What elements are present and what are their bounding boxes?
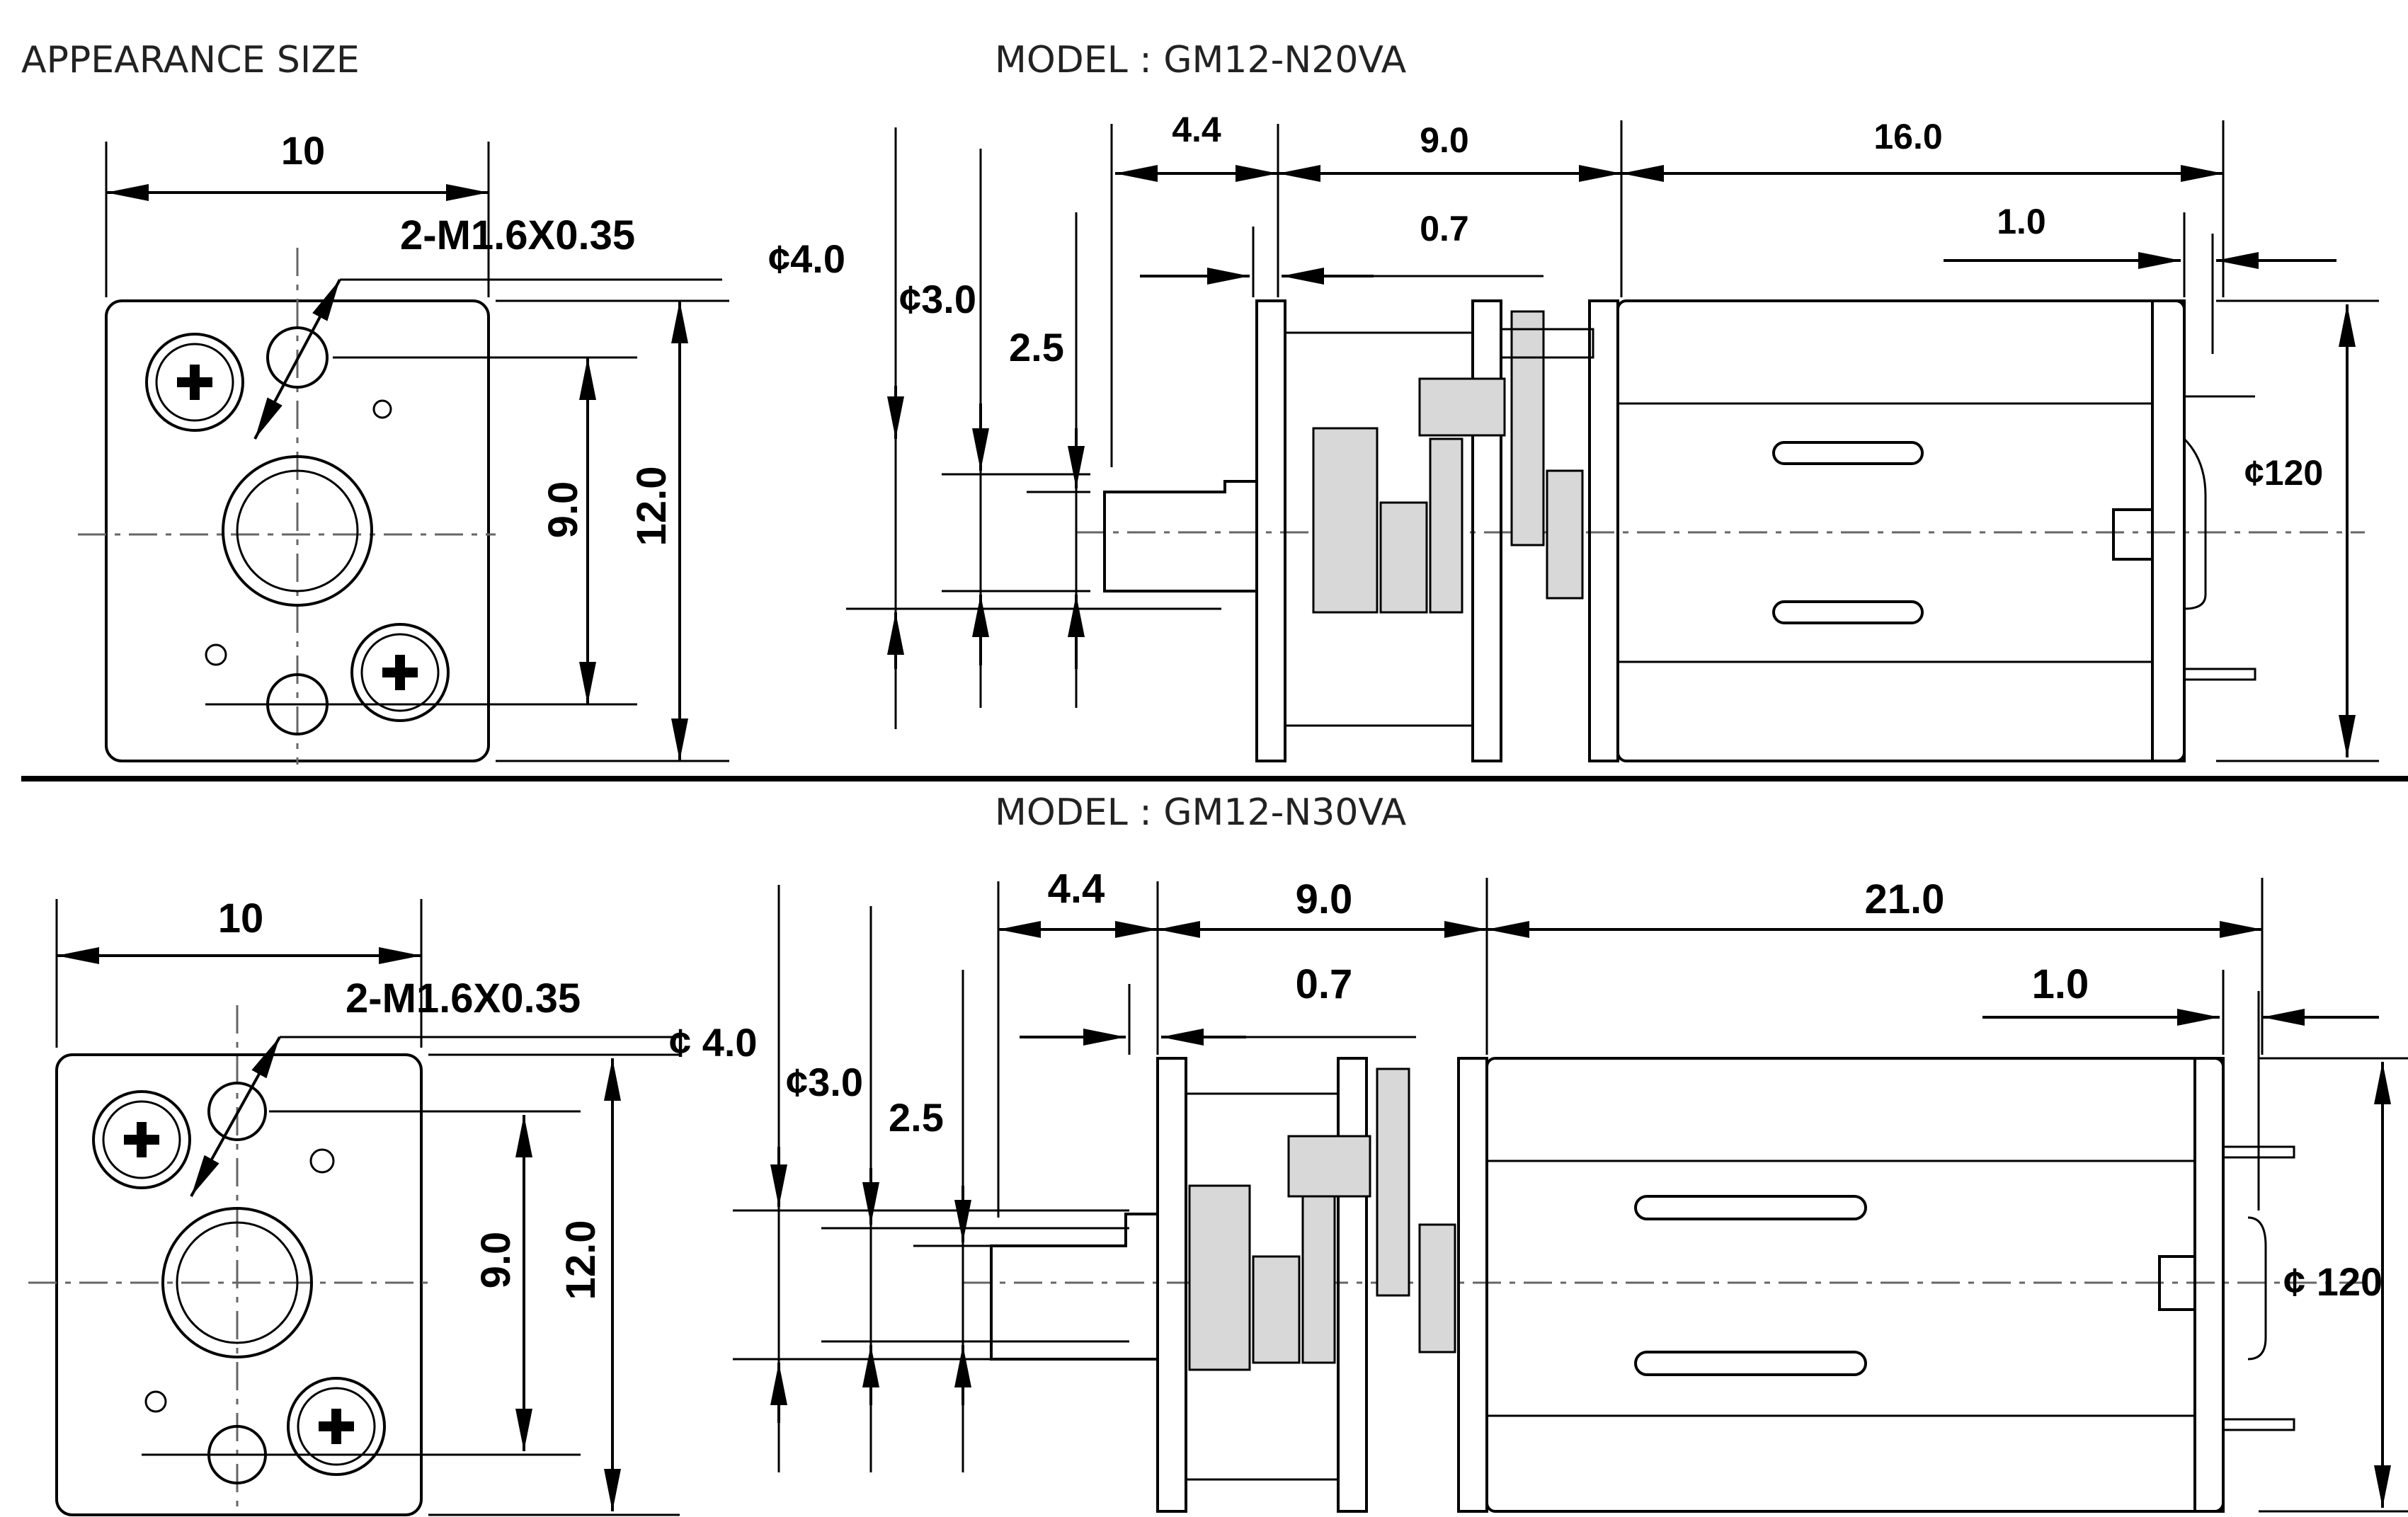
top-d-outer-label: ¢4.0: [768, 236, 845, 281]
top-width-label: 10: [281, 128, 325, 173]
top-gearbox-len-label: 9.0: [1420, 120, 1469, 160]
top-flat-label: 2.5: [1009, 325, 1064, 370]
bottom-diameter-label: ¢ 120: [2283, 1259, 2383, 1304]
screw-head-icon: [92, 1090, 191, 1189]
bottom-d-outer-label: ¢ 4.0: [669, 1020, 758, 1065]
model-top-label: MODEL : GM12-N20VA: [995, 39, 1407, 81]
top-screw-label: 2-M1.6X0.35: [400, 212, 635, 258]
top-plate-label: 0.7: [1420, 209, 1469, 248]
bottom-shaft-len-label: 4.4: [1048, 866, 1105, 912]
bottom-d-shaft-label: ¢3.0: [786, 1060, 863, 1104]
top-side-view: [846, 120, 2379, 762]
top-motor-len-label: 16.0: [1873, 117, 1942, 156]
model-bottom-label: MODEL : GM12-N30VA: [995, 791, 1407, 834]
bottom-endcap-label: 1.0: [2032, 961, 2089, 1007]
bottom-gearbox-len-label: 9.0: [1296, 876, 1353, 922]
top-shaft-len-label: 4.4: [1172, 110, 1221, 149]
bottom-flat-label: 2.5: [889, 1095, 944, 1140]
bottom-height-label: 12.0: [558, 1220, 604, 1300]
screw-head-icon: [350, 623, 450, 722]
top-front-view: [78, 142, 729, 765]
appearance-size-title: APPEARANCE SIZE: [21, 39, 360, 81]
bottom-screw-label: 2-M1.6X0.35: [346, 975, 581, 1021]
top-hole-pitch-label: 9.0: [540, 481, 586, 539]
bottom-front-view: [28, 899, 680, 1516]
screw-head-icon: [145, 333, 244, 432]
bottom-plate-label: 0.7: [1296, 961, 1353, 1007]
top-endcap-label: 1.0: [1997, 202, 2046, 241]
bottom-width-label: 10: [218, 895, 264, 941]
top-height-label: 12.0: [629, 466, 675, 546]
screw-head-icon: [287, 1377, 386, 1476]
bottom-side-view: [733, 878, 2408, 1513]
top-d-shaft-label: ¢3.0: [899, 277, 976, 321]
top-diameter-label: ¢120: [2244, 453, 2323, 493]
bottom-motor-len-label: 21.0: [1865, 876, 1945, 922]
bottom-hole-pitch-label: 9.0: [473, 1232, 519, 1289]
